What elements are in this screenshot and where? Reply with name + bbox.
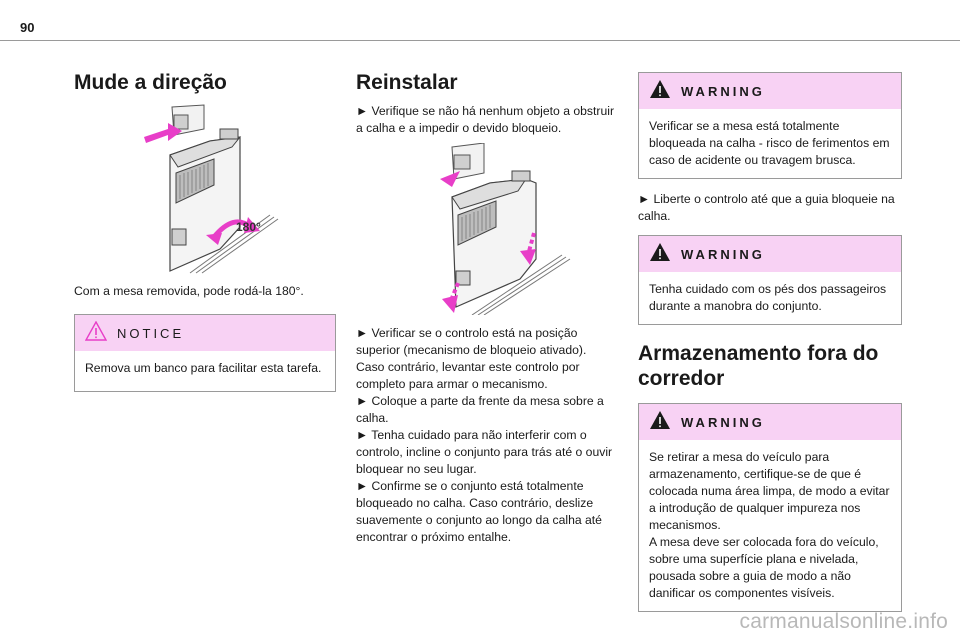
column-change-direction: Mude a direção bbox=[74, 70, 336, 392]
warning-text-2: Tenha cuidado com os pés dos passageiros… bbox=[649, 282, 887, 313]
step-3: ► Tenha cuidado para não interferir com … bbox=[356, 428, 613, 476]
notice-header: NOTICE bbox=[75, 315, 335, 351]
warning-triangle-filled-icon bbox=[649, 79, 671, 104]
warning-title-3: WARNING bbox=[681, 414, 765, 430]
warning-box-2: WARNING Tenha cuidado com os pés dos pas… bbox=[638, 235, 902, 325]
release-step: ► Liberte o controlo até que a guia bloq… bbox=[638, 192, 895, 223]
column-reinstall: Reinstalar ► Verifique se não há nenhum … bbox=[356, 70, 618, 546]
notice-box: NOTICE Remova um banco para facilitar es… bbox=[74, 314, 336, 392]
intro-step: ► Verifique se não há nenhum objeto a ob… bbox=[356, 104, 615, 135]
warning-header-3: WARNING bbox=[639, 404, 901, 440]
warning-text-3: Se retirar a mesa do veículo para armaze… bbox=[649, 450, 890, 600]
section-heading-change-direction: Mude a direção bbox=[74, 71, 227, 94]
warning-triangle-filled-icon bbox=[649, 242, 671, 267]
step-1: ► Verificar se o controlo está na posiçã… bbox=[356, 326, 587, 391]
reinstall-table-illustration bbox=[356, 142, 618, 316]
warning-header-1: WARNING bbox=[639, 73, 901, 109]
warning-header-2: WARNING bbox=[639, 236, 901, 272]
warning-title-1: WARNING bbox=[681, 83, 765, 99]
reinstall-steps: ► Verificar se o controlo está na posiçã… bbox=[356, 325, 618, 546]
header-rule bbox=[0, 40, 960, 41]
page-number: 90 bbox=[20, 20, 35, 35]
section-heading-storage: Armazenamento fora do corredor bbox=[638, 342, 879, 390]
warning-box-1: WARNING Verificar se a mesa está totalme… bbox=[638, 72, 902, 179]
rotate-table-illustration: 180° bbox=[74, 103, 336, 275]
warning-box-3: WARNING Se retirar a mesa do veículo par… bbox=[638, 403, 902, 612]
notice-text: Remova um banco para facilitar esta tare… bbox=[85, 361, 322, 375]
warning-text-1: Verificar se a mesa está totalmente bloq… bbox=[649, 119, 890, 167]
step-2: ► Coloque a parte da frente da mesa sobr… bbox=[356, 394, 604, 425]
warning-triangle-filled-icon bbox=[649, 410, 671, 435]
warning-triangle-outline-icon bbox=[84, 320, 108, 346]
warning-title-2: WARNING bbox=[681, 246, 765, 262]
rotation-label: 180° bbox=[236, 220, 261, 234]
step-4: ► Confirme se o conjunto está totalmente… bbox=[356, 479, 602, 544]
section-heading-reinstall: Reinstalar bbox=[356, 71, 458, 94]
column-warnings: WARNING Verificar se a mesa está totalme… bbox=[638, 72, 902, 612]
watermark: carmanualsonline.info bbox=[739, 610, 948, 633]
caption-text: Com a mesa removida, pode rodá-la 180°. bbox=[74, 284, 304, 298]
notice-title: NOTICE bbox=[117, 325, 185, 341]
